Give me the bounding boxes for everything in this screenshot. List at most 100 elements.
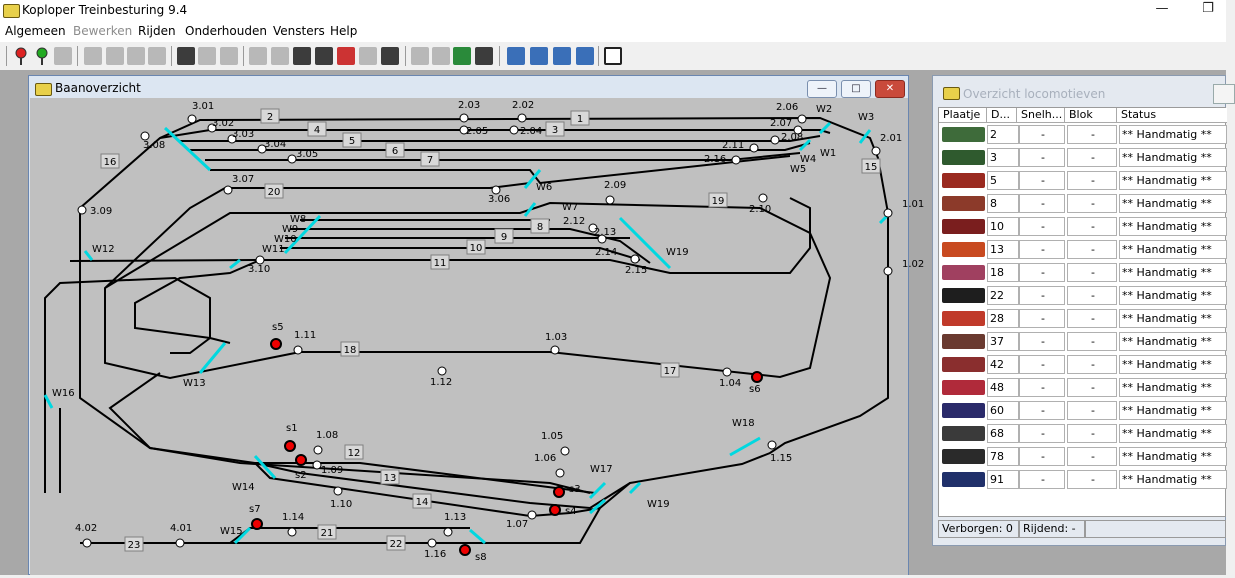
stop-signal-icon[interactable] [337, 47, 355, 65]
table-row[interactable]: 2--** Handmatig ** [939, 123, 1227, 146]
block-box[interactable] [420, 151, 440, 167]
track-point[interactable] [257, 144, 267, 154]
track-point[interactable] [770, 135, 780, 145]
signal-red-icon[interactable] [284, 440, 296, 452]
track-point[interactable] [312, 460, 322, 470]
track-point[interactable] [255, 255, 265, 265]
edit-icon[interactable] [127, 47, 145, 65]
track-point[interactable] [82, 538, 92, 548]
maximize-button[interactable]: □ [841, 80, 871, 98]
signal-red-icon[interactable] [751, 371, 763, 383]
track-point[interactable] [187, 114, 197, 124]
delete-icon[interactable] [148, 47, 166, 65]
track-point[interactable] [227, 134, 237, 144]
table-row[interactable]: 18--** Handmatig ** [939, 261, 1227, 284]
red-signal-icon[interactable] [12, 47, 30, 65]
signal-red-icon[interactable] [549, 504, 561, 516]
table-row[interactable]: 8--** Handmatig ** [939, 192, 1227, 215]
s-icon[interactable] [84, 47, 102, 65]
locomotive-icon[interactable] [315, 47, 333, 65]
menu-algemeen[interactable]: Algemeen [5, 24, 66, 38]
column-header-status[interactable]: Status [1117, 108, 1227, 123]
block-box[interactable] [494, 228, 514, 244]
block-box[interactable] [317, 524, 337, 540]
table-row[interactable]: 37--** Handmatig ** [939, 330, 1227, 353]
minimize-button[interactable]: — [1155, 1, 1169, 16]
page-icon[interactable] [432, 47, 450, 65]
close-button[interactable]: ✕ [875, 80, 905, 98]
track-point[interactable] [459, 125, 469, 135]
document-icon[interactable] [411, 47, 429, 65]
table-row[interactable]: 68--** Handmatig ** [939, 422, 1227, 445]
minimize-button[interactable] [1213, 84, 1235, 104]
clock-icon[interactable] [359, 47, 377, 65]
track-point[interactable] [605, 195, 615, 205]
signal-off-icon[interactable] [249, 47, 267, 65]
signal-red-icon[interactable] [251, 518, 263, 530]
track-point[interactable] [293, 345, 303, 355]
track-point[interactable] [758, 193, 768, 203]
signal-red-icon[interactable] [459, 544, 471, 556]
block-box[interactable] [570, 110, 590, 126]
track-point[interactable] [767, 440, 777, 450]
layout-3-icon[interactable] [576, 47, 594, 65]
track-point[interactable] [550, 345, 560, 355]
block-box[interactable] [100, 153, 120, 169]
track-point[interactable] [333, 486, 343, 496]
track-point[interactable] [223, 185, 233, 195]
person-icon[interactable] [198, 47, 216, 65]
track-point[interactable] [527, 510, 537, 520]
track-point[interactable] [555, 468, 565, 478]
block-box[interactable] [861, 158, 881, 174]
green-signal-icon[interactable] [33, 47, 51, 65]
block-icon[interactable] [106, 47, 124, 65]
track-point[interactable] [871, 146, 881, 156]
track-point[interactable] [509, 125, 519, 135]
track-point[interactable] [459, 113, 469, 123]
track-point[interactable] [140, 131, 150, 141]
track-point[interactable] [437, 366, 447, 376]
fullscreen-icon[interactable] [604, 47, 622, 65]
table-row[interactable]: 28--** Handmatig ** [939, 307, 1227, 330]
block-box[interactable] [307, 121, 327, 137]
column-header-image[interactable]: Plaatje [939, 108, 987, 123]
printer-icon[interactable] [475, 47, 493, 65]
track-point[interactable] [517, 113, 527, 123]
block-box[interactable] [342, 132, 362, 148]
block-box[interactable] [660, 362, 680, 378]
block-box[interactable] [430, 254, 450, 270]
export-icon[interactable] [453, 47, 471, 65]
signal-red-icon[interactable] [553, 486, 565, 498]
menu-onderhouden[interactable]: Onderhouden [185, 24, 267, 38]
track-point[interactable] [207, 123, 217, 133]
table-row[interactable]: 13--** Handmatig ** [939, 238, 1227, 261]
block-box[interactable] [344, 444, 364, 460]
block-box[interactable] [264, 183, 284, 199]
track-point[interactable] [313, 445, 323, 455]
column-header-speed[interactable]: Snelh... [1017, 108, 1065, 123]
track-point[interactable] [722, 367, 732, 377]
block-box[interactable] [530, 218, 550, 234]
stop-all-icon[interactable] [177, 47, 195, 65]
block-box[interactable] [412, 493, 432, 509]
track-point[interactable] [749, 143, 759, 153]
ghost-icon[interactable] [220, 47, 238, 65]
block-box[interactable] [708, 192, 728, 208]
track-point[interactable] [797, 114, 807, 124]
table-row[interactable]: 5--** Handmatig ** [939, 169, 1227, 192]
signal-red-icon[interactable] [270, 338, 282, 350]
track-point[interactable] [491, 185, 501, 195]
keyboard-icon[interactable] [54, 47, 72, 65]
table-row[interactable]: 48--** Handmatig ** [939, 376, 1227, 399]
block-box[interactable] [380, 469, 400, 485]
column-header-block[interactable]: Blok [1065, 108, 1117, 123]
track-point[interactable] [443, 527, 453, 537]
maximize-button[interactable]: ❐ [1202, 1, 1214, 16]
track-point[interactable] [883, 208, 893, 218]
block-box[interactable] [260, 108, 280, 124]
block-box[interactable] [385, 142, 405, 158]
speaker-icon[interactable] [293, 47, 311, 65]
column-header-number[interactable]: D... [987, 108, 1017, 123]
window-cascade-icon[interactable] [507, 47, 525, 65]
table-row[interactable]: 60--** Handmatig ** [939, 399, 1227, 422]
